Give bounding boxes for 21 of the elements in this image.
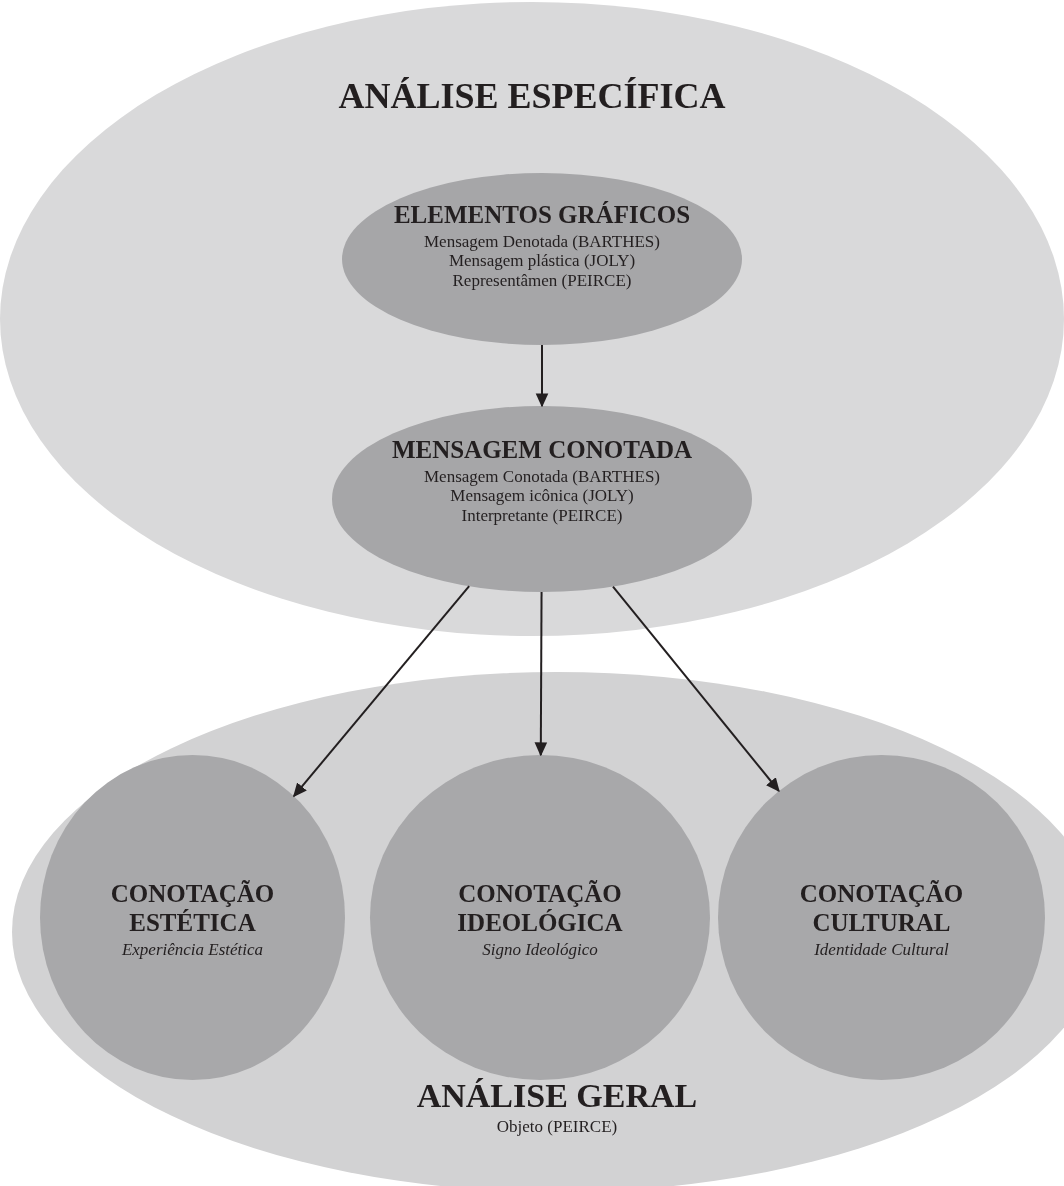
node-title: ANÁLISE ESPECÍFICA xyxy=(338,76,726,118)
node-text: Signo Ideológico xyxy=(482,939,598,960)
node-title: MENSAGEM CONOTADA xyxy=(391,436,693,465)
arrow xyxy=(292,585,471,798)
arrow xyxy=(535,344,549,408)
node-title: CONOTAÇÃO ESTÉTICA xyxy=(109,880,276,938)
node-text: Mensagem icônica (JOLY) xyxy=(450,486,634,506)
node-text: Identidade Cultural xyxy=(814,939,949,960)
node-text: Mensagem plástica (JOLY) xyxy=(448,251,636,271)
node-title: CONOTAÇÃO IDEOLÓGICA xyxy=(456,880,624,938)
node-title: ELEMENTOS GRÁFICOS xyxy=(393,201,691,230)
node-text: Objeto (PEIRCE) xyxy=(496,1117,618,1137)
node-title: CONOTAÇÃO CULTURAL xyxy=(798,880,965,938)
node-text: Mensagem Conotada (BARTHES) xyxy=(424,466,660,487)
node-title: ANÁLISE GERAL xyxy=(416,1076,698,1116)
arrow xyxy=(534,591,548,757)
node-text: Representâmen (PEIRCE) xyxy=(452,270,632,291)
node-text: Experiência Estética xyxy=(121,939,264,960)
node-text: Interpretante (PEIRCE) xyxy=(461,505,623,526)
node-text: Mensagem Denotada (BARTHES) xyxy=(424,231,660,252)
arrow xyxy=(612,585,780,793)
